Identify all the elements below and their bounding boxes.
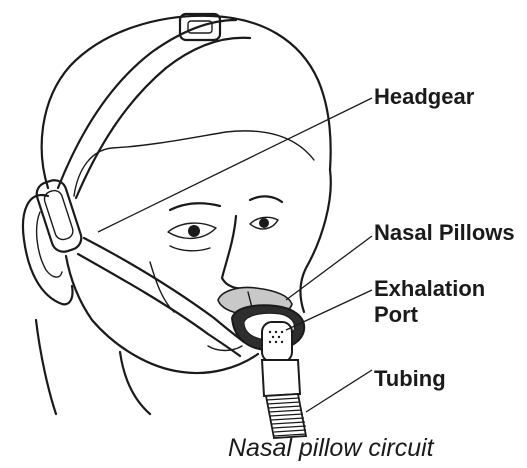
jaw-line — [66, 256, 258, 373]
right-pupil — [259, 218, 269, 228]
exhalation-port-label-line1: Exhalation — [374, 276, 485, 301]
hairline — [74, 131, 314, 196]
tubing — [262, 360, 306, 438]
exhalation-port — [262, 322, 292, 362]
head-outline — [42, 16, 331, 188]
tubing-label: Tubing — [374, 366, 446, 391]
left-eye-fold — [170, 246, 210, 251]
headgear-side-pad — [34, 177, 85, 255]
left-eyebrow — [170, 203, 220, 210]
exhalation-port-label-line2: Port — [374, 302, 419, 327]
exhalation-port-leader-line — [286, 290, 372, 330]
figure-caption: Nasal pillow circuit — [228, 434, 435, 462]
left-pupil — [188, 225, 200, 237]
headgear-label: Headgear — [374, 84, 475, 109]
face-side — [301, 170, 331, 312]
ear-inner — [37, 212, 62, 277]
side-strap-lower — [78, 254, 240, 356]
neck-back — [36, 320, 56, 414]
crown-strap-front — [76, 38, 250, 198]
side-strap-upper — [84, 238, 244, 342]
nasal-pillows-label: Nasal Pillows — [374, 220, 515, 245]
nose — [222, 216, 248, 289]
tubing-connector — [262, 360, 300, 396]
right-eyebrow — [250, 196, 282, 202]
crown-strap-back — [58, 20, 236, 188]
nasal-pillows-leader-line — [286, 236, 372, 300]
tubing-leader-line — [306, 370, 372, 412]
